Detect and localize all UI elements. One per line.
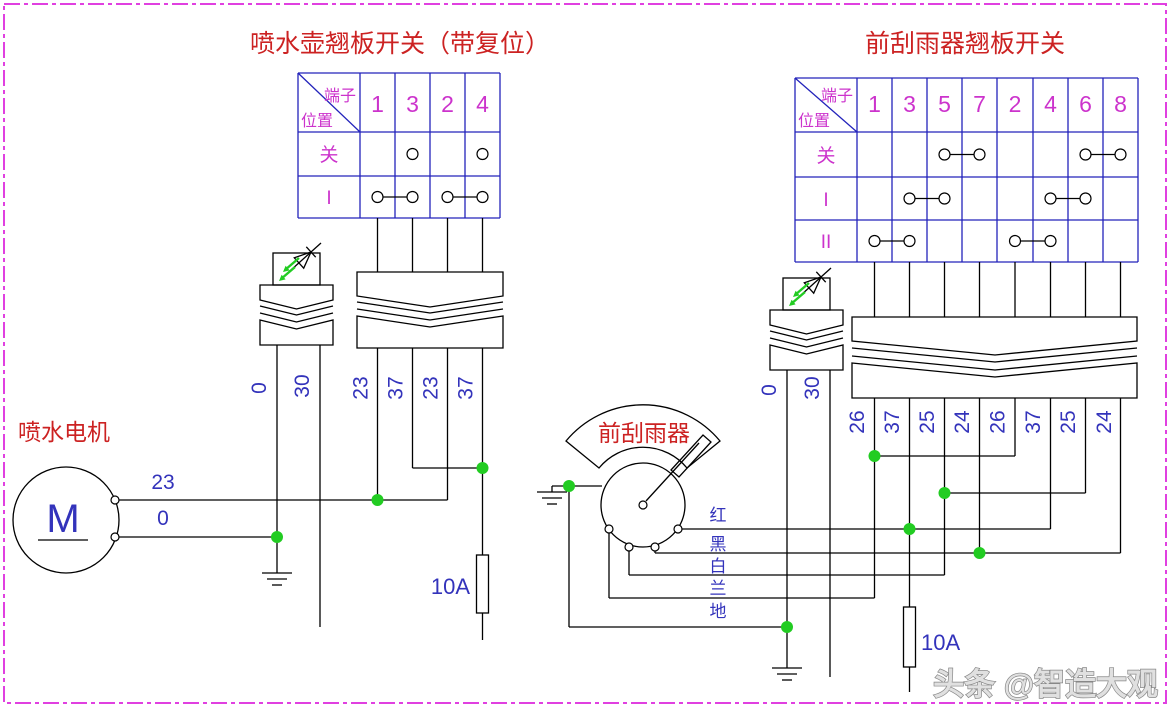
right-wire-labels: 0 30 26 37 25 24 26 37 25 24 (758, 376, 1116, 433)
left-col-4: 4 (476, 91, 489, 117)
right-row-I-label: I (823, 190, 828, 211)
left-fuse-label: 10A (431, 574, 470, 599)
wiper-motor-label: 前刮雨器 (598, 420, 690, 446)
washer-motor-label: 喷水电机 (18, 419, 110, 445)
right-fuse-label: 10A (921, 630, 960, 655)
right-fuse (902, 606, 917, 668)
right-lamp-indicator (768, 266, 845, 372)
left-col-3: 3 (406, 91, 419, 117)
junction-dot (371, 494, 384, 506)
junction-dot (476, 462, 489, 474)
left-col-1: 1 (371, 91, 384, 117)
wire-label-30: 30 (801, 376, 824, 399)
wiper-motor-symbol (565, 404, 721, 552)
junction-dot (271, 531, 283, 543)
right-ground-symbol (771, 667, 803, 681)
left-switch-table: 端子 位置 1 3 2 4 关 I (297, 72, 501, 219)
left-ground-symbol (261, 572, 293, 586)
washer-wire-0: 0 (157, 507, 169, 530)
left-fuse (475, 554, 490, 614)
wire-label-26: 26 (987, 410, 1010, 433)
right-row-off-label: 关 (816, 145, 835, 167)
wire-label-30: 30 (291, 374, 314, 397)
junction-dots (271, 450, 986, 633)
right-wiring (551, 370, 1122, 692)
contact-circle (476, 147, 489, 161)
right-circuit-title: 前刮雨器翘板开关 (865, 30, 1065, 58)
right-col-3: 3 (903, 91, 916, 117)
wire-label-23: 23 (420, 376, 443, 399)
right-col-1: 1 (868, 91, 881, 117)
left-rocker-switch (356, 218, 504, 349)
right-col-7: 7 (973, 91, 986, 117)
left-row-off-label: 关 (319, 144, 338, 166)
left-circuit-title: 喷水壶翘板开关（带复位） (250, 30, 550, 58)
wire-label-25: 25 (1057, 410, 1080, 433)
motor-letter: M (46, 497, 79, 541)
wire-color-red: 红 (710, 506, 727, 525)
contact-circle (406, 147, 419, 161)
right-col-4: 4 (1044, 91, 1057, 117)
wiper-wire-color-labels: 红 黑 白 兰 地 (710, 506, 727, 621)
wire-label-26: 26 (846, 410, 869, 433)
left-row-I-label: I (326, 188, 331, 209)
left-table-corner-bottom: 位置 (301, 112, 333, 130)
right-rocker-switch (851, 262, 1138, 399)
junction-dot (868, 450, 881, 462)
right-table-corner-top: 端子 (821, 87, 853, 105)
wire-label-37: 37 (881, 410, 904, 433)
sheet-border (3, 3, 1167, 704)
junction-dot (938, 487, 951, 499)
wire-color-ground: 地 (710, 602, 727, 621)
left-table-corner-top: 端子 (324, 87, 356, 105)
left-wire-labels: 0 30 23 37 23 37 (248, 374, 478, 399)
wire-label-24: 24 (1093, 410, 1116, 434)
left-col-2: 2 (441, 91, 454, 117)
junction-dot (903, 523, 916, 535)
watermark: 头条 @智造大观 (933, 667, 1158, 702)
wire-label-23: 23 (350, 376, 373, 399)
right-table-corner-bottom: 位置 (798, 112, 830, 130)
wire-color-white: 白 (710, 557, 727, 576)
washer-motor-symbol: M (12, 466, 120, 574)
junction-dot (563, 480, 575, 492)
wire-label-0: 0 (758, 384, 781, 396)
wire-color-blue: 兰 (710, 579, 727, 598)
wire-label-37: 37 (455, 376, 478, 399)
junction-dot (781, 621, 793, 633)
right-col-6: 6 (1079, 91, 1092, 117)
wire-label-24: 24 (951, 410, 974, 434)
wiper-blade (670, 434, 712, 478)
right-col-2: 2 (1009, 91, 1022, 117)
left-wiring (117, 345, 484, 640)
junction-dot (973, 547, 986, 559)
right-row-II-label: II (821, 232, 832, 253)
wire-label-25: 25 (916, 410, 939, 433)
wire-label-37: 37 (385, 376, 408, 399)
wiper-ground-symbol (536, 491, 568, 505)
left-lamp-indicator (258, 241, 335, 347)
right-col-5: 5 (938, 91, 951, 117)
wire-label-37: 37 (1022, 410, 1045, 433)
wire-label-0: 0 (248, 382, 271, 394)
wire-color-black: 黑 (710, 535, 727, 554)
right-switch-table: 端子 位置 1 3 5 7 2 4 6 8 关 I II (794, 77, 1139, 263)
right-col-8: 8 (1114, 91, 1127, 117)
washer-wire-23: 23 (151, 471, 174, 494)
